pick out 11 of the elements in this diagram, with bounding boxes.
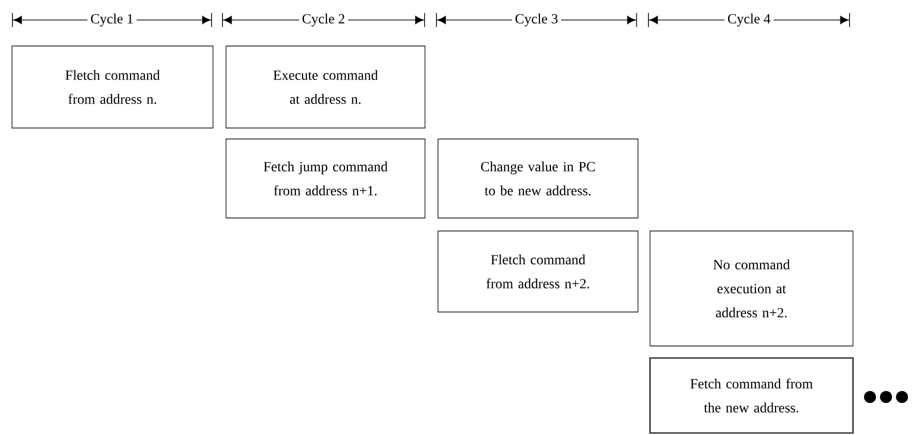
- process-box: No command execution at address n+2.: [650, 230, 854, 346]
- process-box: Fletch command from address n.: [12, 46, 214, 128]
- process-box: Fetch command from the new address.: [649, 357, 854, 434]
- process-box: Change value in PC to be new address.: [438, 138, 638, 218]
- cycle-label: Cycle 4: [724, 10, 774, 30]
- cycle-label: Cycle 2: [298, 10, 348, 30]
- cycle-label: Cycle 3: [512, 10, 562, 30]
- process-box: Fletch command from address n+2.: [438, 230, 638, 312]
- process-box: Fetch jump command from address n+1.: [226, 138, 426, 218]
- cycle-label: Cycle 1: [87, 10, 137, 30]
- process-box: Execute command at address n.: [226, 46, 426, 128]
